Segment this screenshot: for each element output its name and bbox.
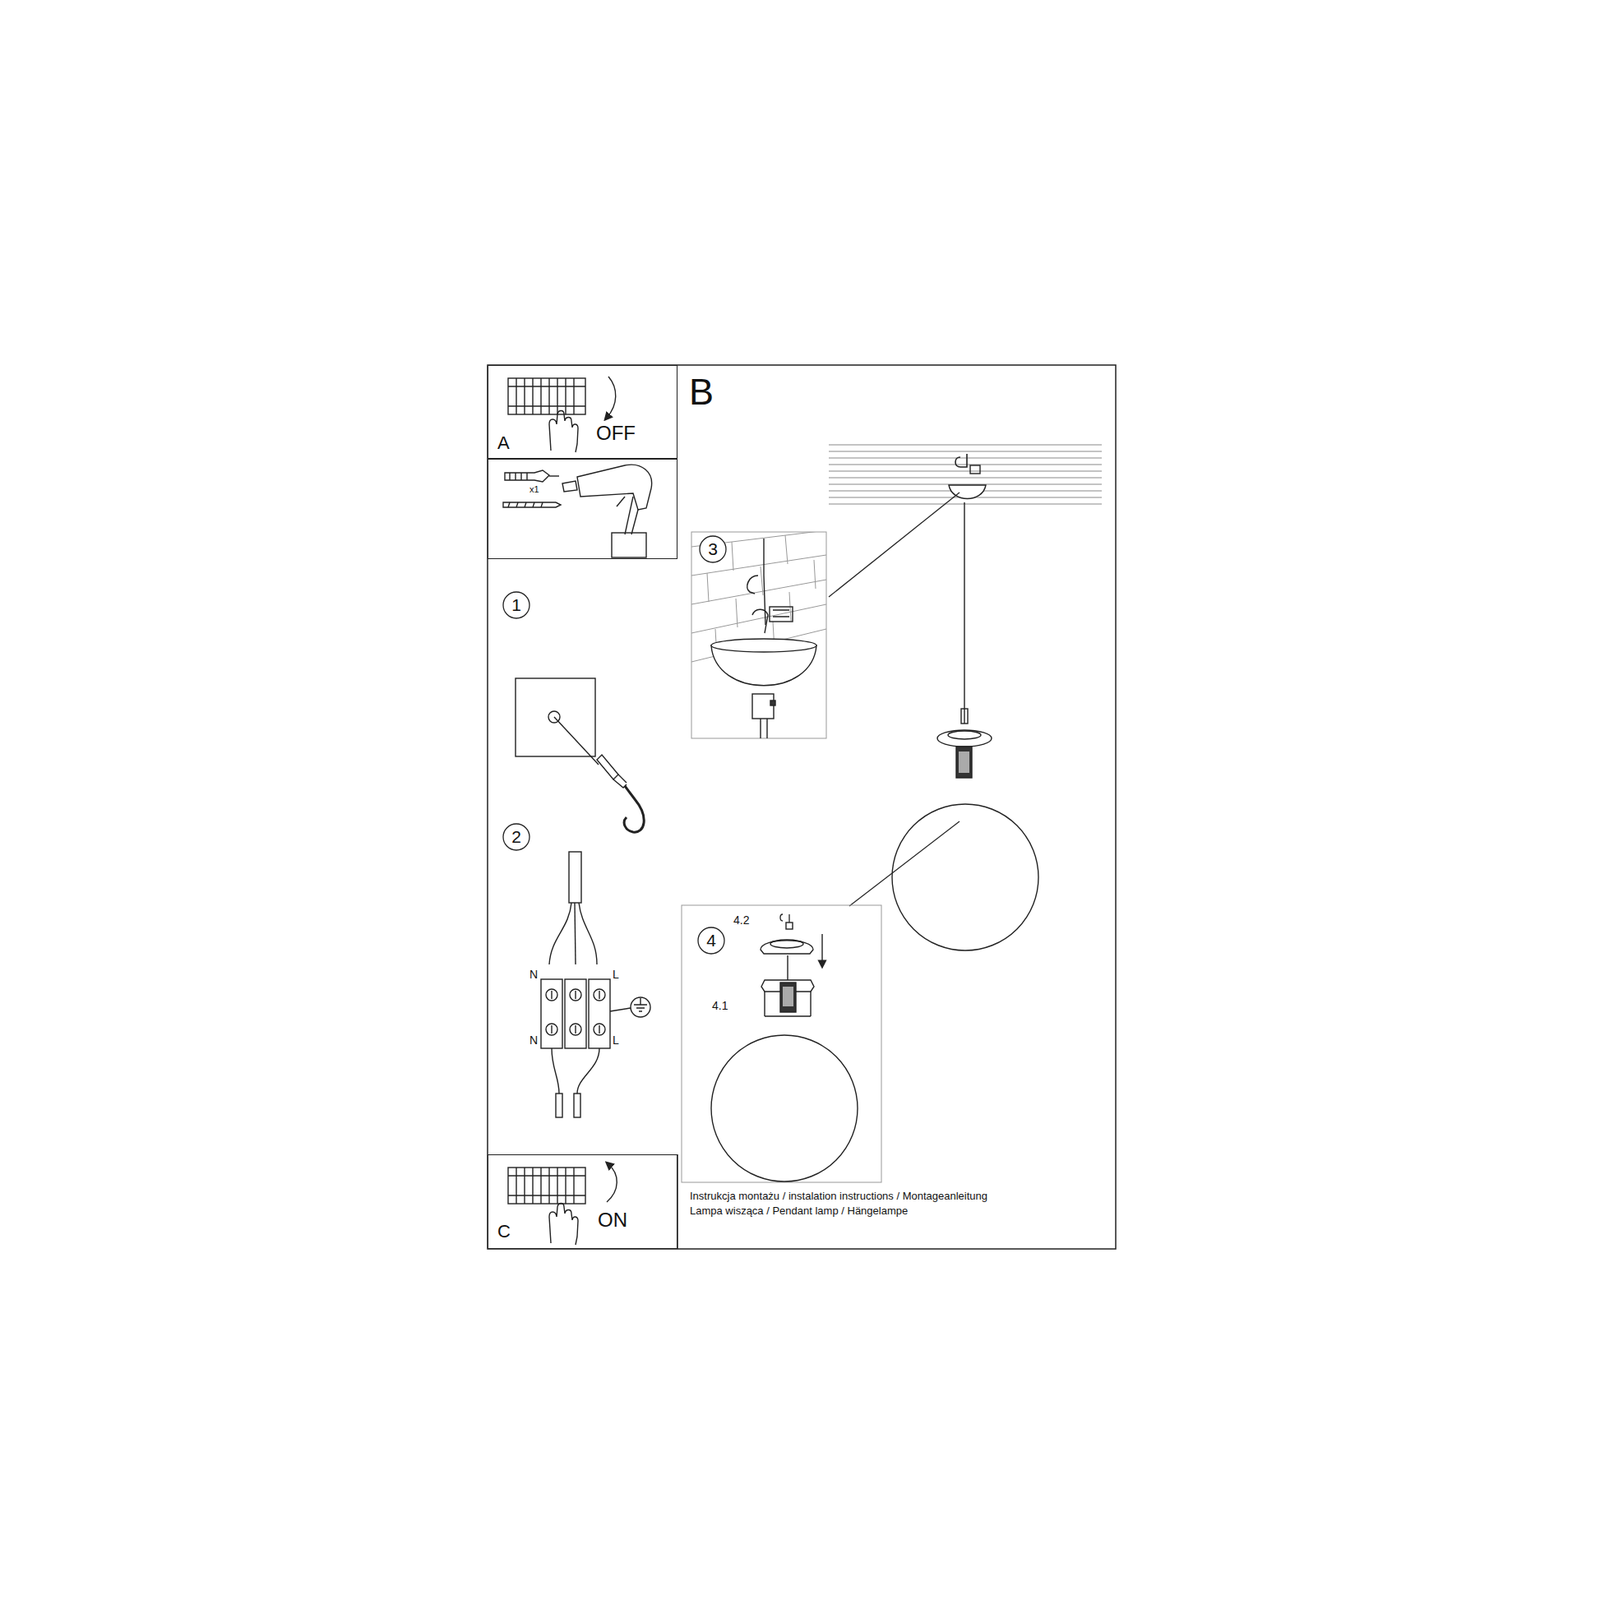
- wiring-terminal: [541, 851, 651, 1118]
- switch-state: ON: [597, 1209, 628, 1231]
- panel-letter: A: [497, 433, 510, 454]
- step-number: 1: [511, 595, 522, 615]
- breaker-on: [508, 1164, 617, 1245]
- inset-ceiling-rose: [691, 530, 827, 739]
- step-number-circle: 2: [502, 823, 531, 851]
- step-number: 3: [707, 539, 718, 559]
- terminal-name: L: [612, 1034, 620, 1047]
- pendant-lamp: [828, 444, 1102, 951]
- step-panel: C ON: [487, 1154, 678, 1249]
- callout-number: 4.2: [733, 914, 750, 927]
- drill-tools: [503, 464, 653, 558]
- step-number-circle: 1: [502, 591, 531, 620]
- step-number-circle: 4: [697, 926, 726, 955]
- circle-outline: [699, 536, 727, 563]
- step-panel: A OFF: [487, 365, 678, 459]
- step-number-circle: 3: [698, 535, 727, 564]
- inset-globe: [681, 905, 882, 1183]
- terminal-name: N: [529, 968, 538, 981]
- quantity: x1: [529, 484, 540, 495]
- callout-number: 4.1: [712, 999, 728, 1013]
- step1-hook: [515, 678, 644, 833]
- switch-state: OFF: [596, 422, 636, 444]
- caption-line: Lampa wisząca / Pendant lamp / Hängelamp…: [689, 1205, 908, 1217]
- circle-outline: [503, 823, 530, 851]
- tools-panel: x1: [487, 458, 678, 560]
- circle-outline: [698, 927, 725, 954]
- step-number: 2: [511, 827, 522, 847]
- terminal-name: N: [529, 1034, 538, 1047]
- section-letter: B: [689, 371, 714, 413]
- panel-letter: C: [497, 1221, 511, 1242]
- terminal-name: L: [612, 968, 620, 981]
- caption-line: Instrukcja montażu / instalation instruc…: [689, 1190, 988, 1203]
- step-number: 4: [706, 930, 717, 950]
- frame: [487, 365, 1116, 1249]
- circle-outline: [503, 591, 530, 619]
